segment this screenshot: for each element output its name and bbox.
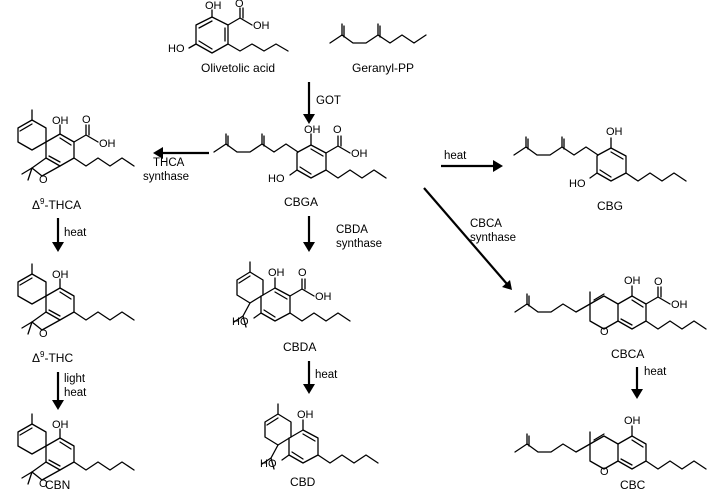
olivetolic-acid-label: Olivetolic acid (201, 61, 275, 75)
cbn-structure: OH O (17, 413, 135, 490)
atom-ho: HO (260, 458, 277, 470)
atom-o: O (39, 478, 48, 490)
atom-o: O (235, 0, 244, 10)
cbda-synthase-label-2: synthase (336, 238, 382, 250)
cbd-structure: OH HO (260, 403, 379, 470)
cbga-structure: OH O OH HO (213, 124, 387, 185)
atom-oh: OH (99, 138, 116, 150)
atom-oh: OH (671, 299, 688, 311)
geranyl-pp-label: Geranyl-PP (352, 61, 414, 75)
heat-label-cbn: heat (64, 387, 87, 399)
heat-label-thc: heat (64, 227, 87, 239)
cbg-structure: OH HO (513, 126, 687, 190)
cbda-structure: OH O OH HO (232, 261, 351, 328)
cbca-synthase-label-1: CBCA (470, 218, 502, 230)
thca-structure: OH O OH O (17, 109, 135, 186)
atom-oh: OH (606, 126, 623, 138)
cbg-label: CBG (597, 199, 623, 213)
atom-o: O (600, 326, 609, 338)
atom-oh: OH (315, 291, 332, 303)
heat-label-cbc: heat (644, 366, 667, 378)
atom-oh: OH (253, 20, 270, 32)
thca-label: Δ9-THCA (32, 197, 81, 212)
atom-oh: OH (304, 124, 321, 136)
atom-oh: OH (52, 115, 69, 127)
olivetolic-acid-structure: OH O OH HO (168, 0, 289, 55)
thca-synthase-label-2: synthase (143, 171, 189, 183)
atom-ho: HO (569, 178, 586, 190)
cbn-label: CBN (45, 478, 70, 492)
atom-oh: OH (268, 267, 285, 279)
atom-o: O (298, 267, 307, 279)
cbca-structure: OH O OH O (514, 275, 707, 338)
atom-o: O (600, 466, 609, 478)
cbc-structure: OH O (514, 415, 707, 478)
geranyl-pp-structure (329, 23, 427, 44)
atom-ho: HO (268, 173, 285, 185)
atom-ho: HO (232, 316, 249, 328)
thc-label: Δ9-THC (32, 350, 73, 365)
thc-structure: OH O (17, 263, 135, 340)
cbca-label: CBCA (611, 347, 644, 361)
heat-label-cbd: heat (315, 369, 338, 381)
atom-oh: OH (297, 409, 314, 421)
got-label: GOT (316, 95, 341, 107)
atom-ho: HO (168, 43, 185, 55)
cbda-synthase-label-1: CBDA (336, 224, 368, 236)
heat-label-cbg: heat (444, 150, 467, 162)
cbc-label: CBC (620, 478, 646, 492)
atom-o: O (39, 328, 48, 340)
atom-oh: OH (205, 0, 222, 12)
cbd-label: CBD (290, 475, 316, 489)
atom-oh: OH (52, 269, 69, 281)
atom-oh: OH (351, 148, 368, 160)
cbda-label: CBDA (283, 340, 316, 354)
atom-oh: OH (52, 419, 69, 431)
atom-o: O (39, 174, 48, 186)
light-label-cbn: light (64, 373, 86, 385)
atom-o: O (333, 124, 342, 136)
atom-o: O (654, 276, 663, 288)
atom-o: O (82, 114, 91, 126)
cbca-synthase-arrow (423, 187, 508, 285)
thca-synthase-label-1: THCA (153, 157, 185, 169)
atom-oh: OH (624, 275, 641, 287)
cbca-synthase-label-2: synthase (470, 232, 516, 244)
cbga-label: CBGA (284, 195, 318, 209)
atom-oh: OH (624, 415, 641, 427)
